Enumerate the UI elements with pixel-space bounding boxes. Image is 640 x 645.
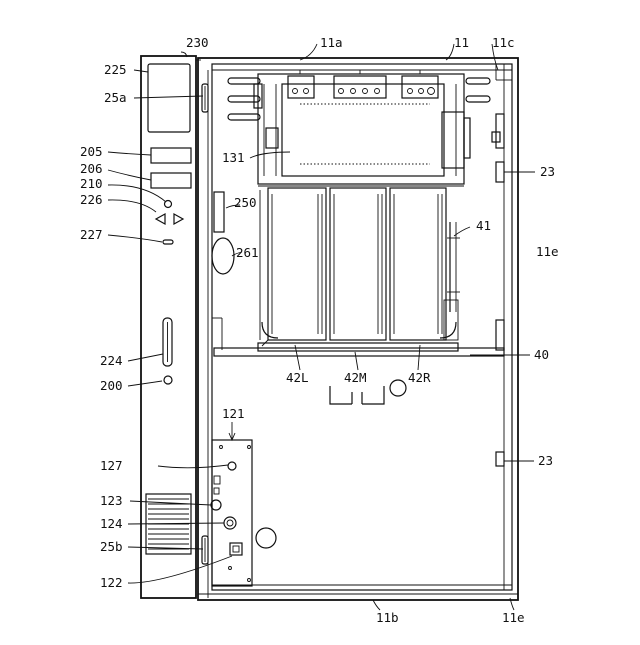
label-200: 200: [100, 378, 123, 393]
label-122: 122: [100, 575, 123, 590]
label-205: 205: [80, 144, 103, 159]
door-slot-205: [151, 148, 191, 163]
cassette-42R: [390, 188, 446, 340]
label-261: 261: [236, 245, 259, 260]
label-131: 131: [222, 150, 245, 165]
label-121: 121: [222, 406, 245, 421]
door-display-window-225: [148, 64, 190, 132]
label-224: 224: [100, 353, 123, 368]
round-hole-large: [256, 528, 276, 548]
door-small-slot-227: [163, 240, 173, 244]
label-23-bottom: 23: [538, 453, 553, 468]
reference-labels: 230 225 25a 205 206 210 226 227 224 200 …: [80, 35, 559, 625]
component-250: [214, 192, 224, 232]
label-227: 227: [80, 227, 103, 242]
cassette-42L: [262, 188, 326, 346]
arrow-right-icon: [174, 214, 183, 224]
label-25b: 25b: [100, 539, 123, 554]
component-261: [212, 238, 234, 274]
label-41: 41: [476, 218, 491, 233]
port-122: [230, 543, 242, 555]
label-11c: 11c: [492, 35, 515, 50]
label-250: 250: [234, 195, 257, 210]
label-11: 11: [454, 35, 469, 50]
key-switch-124: [224, 517, 236, 529]
door-panel: [141, 56, 201, 598]
label-42L: 42L: [286, 370, 309, 385]
label-124: 124: [100, 516, 123, 531]
label-42M: 42M: [344, 370, 367, 385]
lamp-127: [228, 462, 236, 470]
hinge-25a: [202, 84, 208, 112]
label-226: 226: [80, 192, 103, 207]
label-127: 127: [100, 458, 123, 473]
label-11b: 11b: [376, 610, 399, 625]
print-unit-131: [254, 70, 470, 186]
right-brackets: [492, 114, 504, 466]
label-230: 230: [186, 35, 209, 50]
label-11e-bottom: 11e: [502, 610, 525, 625]
connector-block-3: [402, 76, 438, 98]
connector-block-2: [334, 76, 386, 98]
label-42R: 42R: [408, 370, 431, 385]
label-123: 123: [100, 493, 123, 508]
hole-lower-right: [390, 380, 406, 396]
cassette-42M: [330, 188, 386, 340]
label-11a: 11a: [320, 35, 343, 50]
label-40: 40: [534, 347, 549, 362]
control-panel-121: [211, 440, 252, 586]
label-210: 210: [80, 176, 103, 191]
label-206: 206: [80, 161, 103, 176]
label-11e-right: 11e: [536, 244, 559, 259]
label-25a: 25a: [104, 90, 127, 105]
arrow-left-icon: [156, 214, 165, 224]
hinge-25b: [202, 536, 208, 564]
tray-40: [214, 322, 504, 356]
stand-bracket: [330, 386, 384, 404]
door-indicator-200: [164, 376, 172, 384]
label-23-top: 23: [540, 164, 555, 179]
connector-block-1: [288, 76, 314, 98]
door-slot-206: [151, 173, 191, 188]
label-225: 225: [104, 62, 127, 77]
